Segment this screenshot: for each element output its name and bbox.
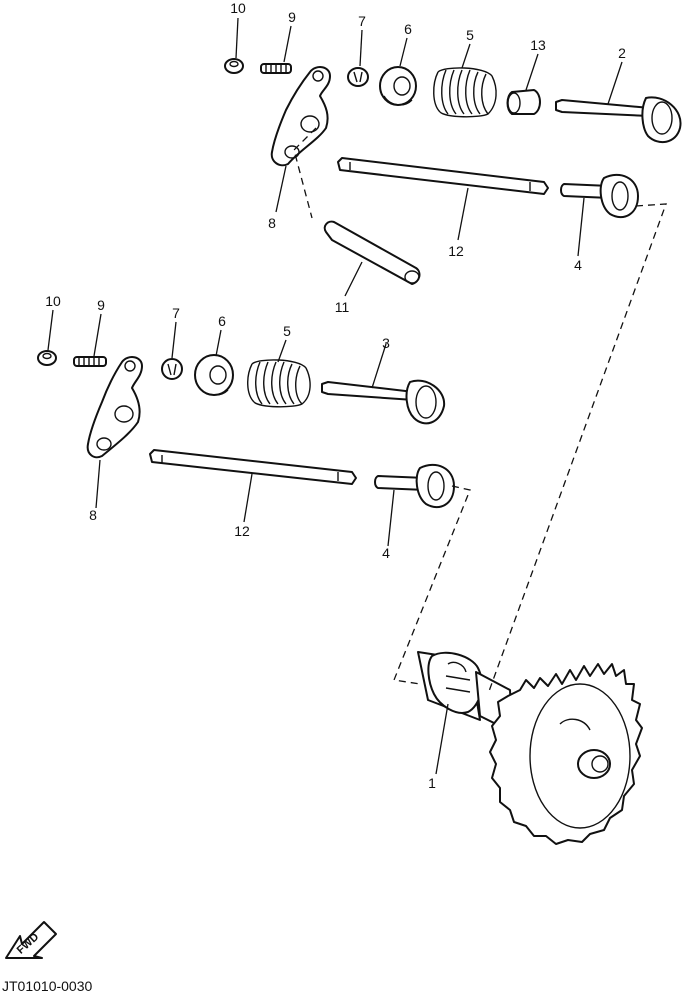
push-rod-lower xyxy=(149,449,357,485)
spring-retainer-upper xyxy=(379,66,417,106)
intake-valve xyxy=(321,379,446,425)
fwd-arrow-icon: FWD xyxy=(5,921,57,959)
exhaust-valve xyxy=(555,96,682,144)
valve-guide-upper xyxy=(560,173,639,219)
reference-code: JT01010-0030 xyxy=(2,978,93,994)
callout-10-upper: 10 xyxy=(230,0,246,16)
callout-5-upper: 5 xyxy=(466,27,474,43)
lock-nut-upper xyxy=(224,58,244,74)
callout-6-lower: 6 xyxy=(218,313,226,329)
rocker-arm-lower xyxy=(86,356,143,459)
assembly-guide-lines xyxy=(293,127,667,695)
spring-retainer-lower xyxy=(194,354,234,396)
callout-12-lower: 12 xyxy=(234,523,250,539)
callout-12-upper: 12 xyxy=(448,243,464,259)
valve-spring-upper xyxy=(433,67,497,118)
lock-nut-lower xyxy=(37,350,57,366)
callout-4-upper: 4 xyxy=(574,257,582,273)
callout-11: 11 xyxy=(335,299,350,315)
adjusting-screw-upper xyxy=(260,63,292,74)
push-rod-upper xyxy=(337,157,549,195)
callout-7-upper: 7 xyxy=(358,13,366,29)
valve-cotter-upper xyxy=(347,67,369,87)
callout-10-lower: 10 xyxy=(45,293,61,309)
valve-guide-lower xyxy=(374,463,455,509)
callout-7-lower: 7 xyxy=(172,305,180,321)
callout-9-lower: 9 xyxy=(97,297,105,313)
camshaft xyxy=(417,651,643,845)
callout-4-lower: 4 xyxy=(382,545,390,561)
callout-8-upper: 8 xyxy=(268,215,276,231)
callout-5-lower: 5 xyxy=(283,323,291,339)
callout-13: 13 xyxy=(530,37,546,53)
callout-6-upper: 6 xyxy=(404,21,412,37)
callout-1: 1 xyxy=(428,775,436,791)
adjusting-screw-lower xyxy=(73,356,107,367)
callout-2: 2 xyxy=(618,45,626,61)
spring-seat xyxy=(506,89,541,115)
callout-9-upper: 9 xyxy=(288,9,296,25)
valve-cotter-lower xyxy=(161,358,183,380)
callout-labels: 10 9 7 6 5 13 2 8 12 4 11 10 9 7 6 5 3 8… xyxy=(45,0,626,791)
rocker-shaft xyxy=(323,220,421,285)
callout-3: 3 xyxy=(382,335,390,351)
rocker-arm-upper xyxy=(270,66,331,167)
leader-lines xyxy=(47,17,623,775)
callout-8-lower: 8 xyxy=(89,507,97,523)
valve-spring-lower xyxy=(247,359,311,408)
